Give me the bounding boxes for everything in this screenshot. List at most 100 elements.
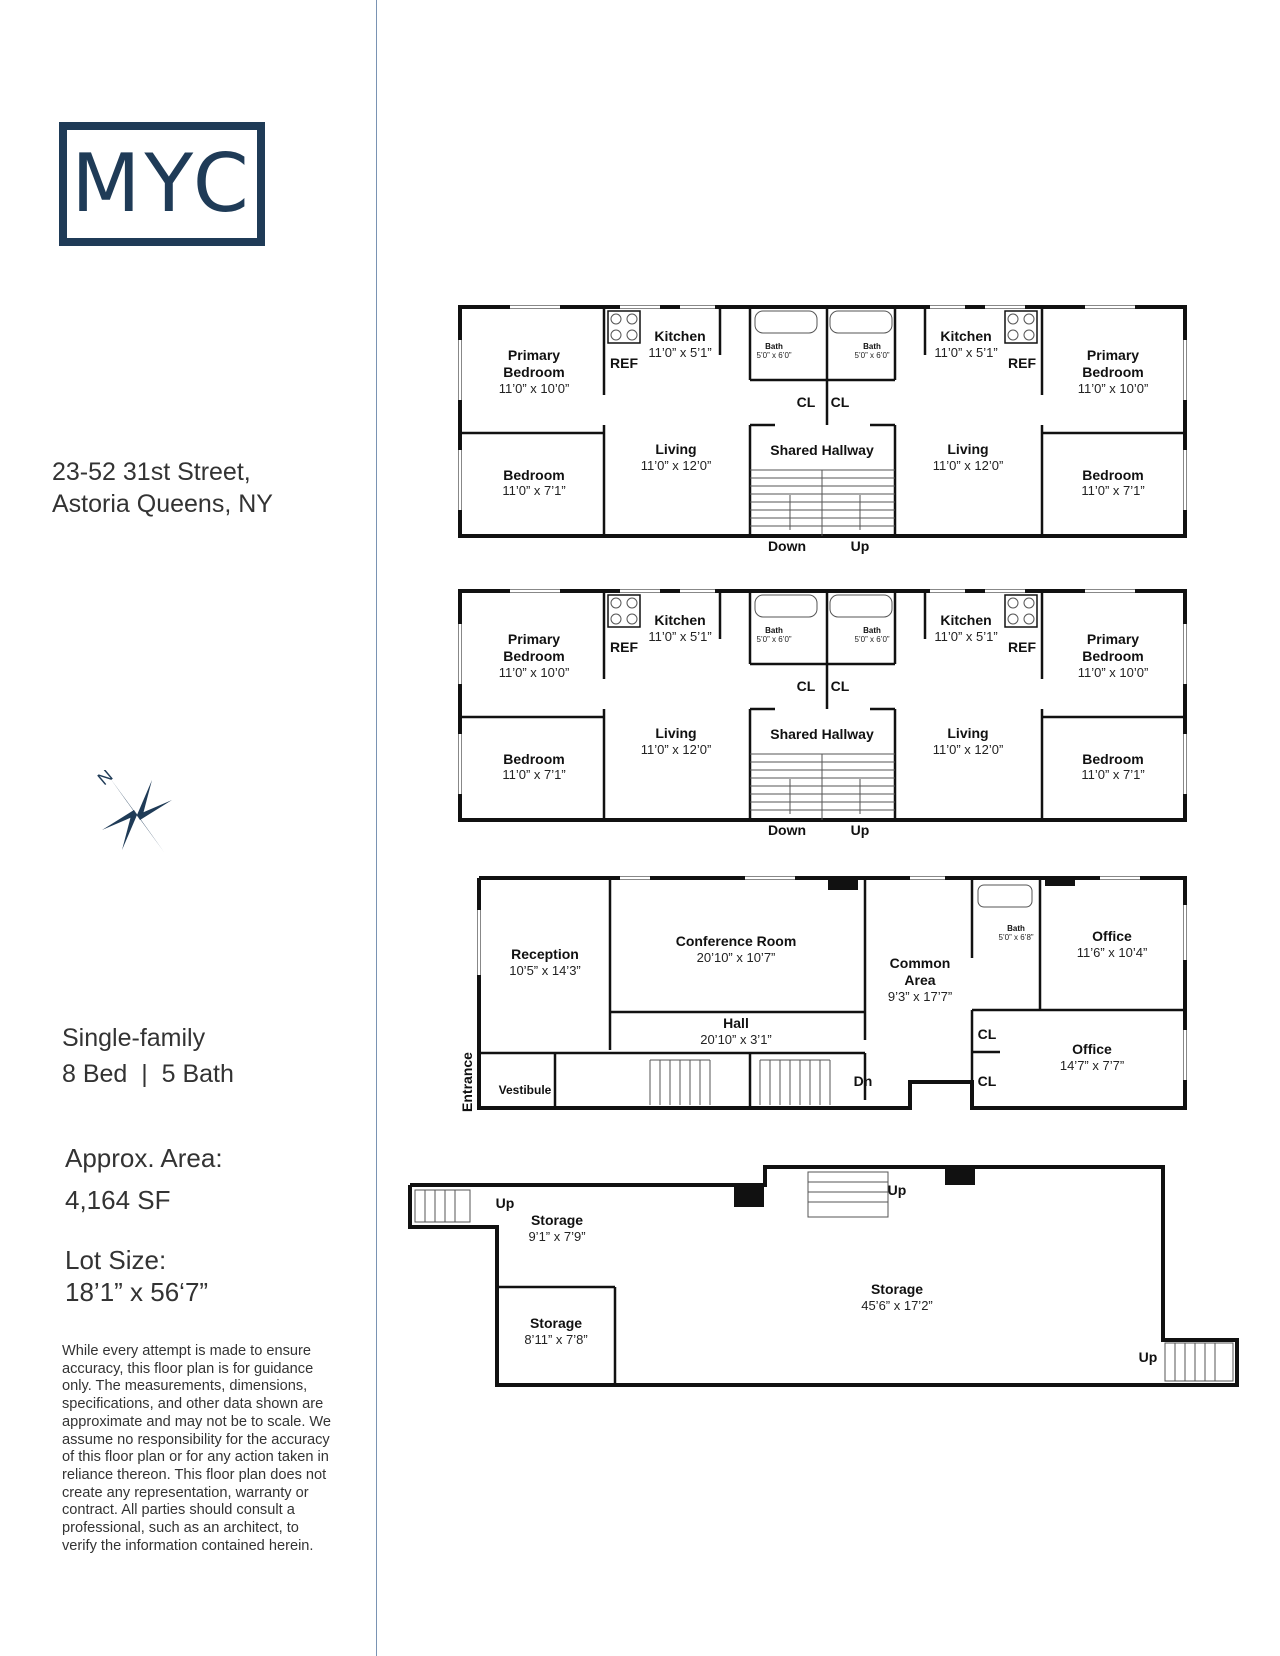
compass-rose-icon: N xyxy=(94,770,172,852)
room-label: Conference Room xyxy=(676,933,797,949)
room-dimension: 11’0” x 12’0” xyxy=(933,742,1004,757)
room-dimension: 9’1” x 7’9” xyxy=(528,1229,585,1244)
room-label: Hall xyxy=(723,1015,749,1031)
entrance-label: Entrance xyxy=(459,1052,475,1112)
room-dimension: 11’0” x 5’1” xyxy=(934,345,997,360)
sidebar: MYC 23-52 31st Street, Astoria Queens, N… xyxy=(0,0,376,1656)
room-label: Living xyxy=(947,441,988,457)
closet-label: CL xyxy=(797,678,816,694)
property-type: Single-family xyxy=(62,1024,206,1052)
room-label: Shared Hallway xyxy=(770,442,874,458)
room-label: Bedroom xyxy=(503,364,564,380)
ref-label: REF xyxy=(1008,639,1036,655)
basement-floor: Up Up Up Storage 9’1” x 7’9” Storage 8’1… xyxy=(408,1165,1239,1387)
stairs-up-label: Up xyxy=(851,538,870,554)
room-dimension: 11’0” x 7’1” xyxy=(502,767,565,782)
ref-label: REF xyxy=(1008,355,1036,371)
room-label: Bedroom xyxy=(503,648,564,664)
area-label: Approx. Area: xyxy=(65,1143,223,1173)
ref-label: REF xyxy=(610,639,638,655)
stairs-down-label: Down xyxy=(768,822,806,838)
room-dimension: 5’0” x 6’8” xyxy=(998,933,1033,942)
sidebar-divider xyxy=(376,0,377,1656)
room-label: Primary xyxy=(508,631,560,647)
room-label: Reception xyxy=(511,946,579,962)
upper-floor-1: Primary Bedroom 11’0” x 10’0” Bedroom 11… xyxy=(458,305,1187,554)
room-label: Office xyxy=(1092,928,1132,944)
room-label: Bedroom xyxy=(1082,751,1143,767)
room-label: Kitchen xyxy=(940,328,991,344)
room-label: Bedroom xyxy=(503,467,564,483)
room-label: Bath xyxy=(765,626,783,635)
room-dimension: 45’6” x 17’2” xyxy=(861,1298,933,1313)
property-summary: Single-family 8 Bed | 5 Bath xyxy=(62,1020,234,1092)
room-label: Bedroom xyxy=(503,751,564,767)
room-dimension: 10’5” x 14’3” xyxy=(509,963,581,978)
room-label: Living xyxy=(947,725,988,741)
room-label: Bedroom xyxy=(1082,648,1143,664)
room-label: Storage xyxy=(530,1315,582,1331)
brand-logo: MYC xyxy=(59,122,265,246)
room-dimension: 20’10” x 10’7” xyxy=(697,950,776,965)
room-dimension: 11’0” x 5’1” xyxy=(648,629,711,644)
stairs-up-label: Up xyxy=(1139,1349,1158,1365)
room-dimension: 5’0” x 6’0” xyxy=(854,635,889,644)
lot-label: Lot Size: xyxy=(65,1245,167,1275)
room-label: Vestibule xyxy=(499,1083,552,1097)
room-label: Shared Hallway xyxy=(770,726,874,742)
room-label: Bath xyxy=(863,342,881,351)
room-label: Kitchen xyxy=(654,328,705,344)
area-value: 4,164 SF xyxy=(65,1185,171,1215)
lot-value: 18’1” x 56‘7” xyxy=(65,1277,209,1307)
beds-baths: 8 Bed | 5 Bath xyxy=(62,1060,234,1088)
logo-text: MYC xyxy=(71,137,253,230)
room-label: Bedroom xyxy=(1082,467,1143,483)
closet-label: CL xyxy=(831,678,850,694)
room-label: Bedroom xyxy=(1082,364,1143,380)
room-dimension: 5’0” x 6’0” xyxy=(756,351,791,360)
ground-floor: Reception 10’5” x 14’3” Conference Room … xyxy=(459,876,1187,1112)
room-label: Primary xyxy=(1087,631,1139,647)
room-dimension: 5’0” x 6’0” xyxy=(756,635,791,644)
room-dimension: 9’3” x 17’7” xyxy=(888,989,952,1004)
room-dimension: 14’7” x 7’7” xyxy=(1060,1058,1124,1073)
room-dimension: 11’0” x 7’1” xyxy=(1081,767,1144,782)
room-label: Area xyxy=(904,972,935,988)
stairs-down-label: Down xyxy=(768,538,806,554)
stairs-up-label: Up xyxy=(888,1182,907,1198)
room-dimension: 11’0” x 7’1” xyxy=(1081,483,1144,498)
upper-floor-2: Primary Bedroom 11’0” x 10’0” Bedroom 11… xyxy=(458,589,1187,838)
room-label: Kitchen xyxy=(940,612,991,628)
address-line-1: 23-52 31st Street, xyxy=(52,458,251,486)
room-dimension: 11’0” x 10’0” xyxy=(499,665,570,680)
room-label: Bath xyxy=(765,342,783,351)
room-dimension: 5’0” x 6’0” xyxy=(854,351,889,360)
stairs-down-label: Dn xyxy=(854,1073,873,1089)
room-dimension: 11’0” x 10’0” xyxy=(1078,381,1149,396)
property-address: 23-52 31st Street, Astoria Queens, NY xyxy=(52,456,273,520)
room-label: Bath xyxy=(1007,924,1025,933)
room-label: Bath xyxy=(863,626,881,635)
room-dimension: 11’0” x 12’0” xyxy=(933,458,1004,473)
closet-label: CL xyxy=(797,394,816,410)
room-label: Storage xyxy=(871,1281,923,1297)
room-dimension: 20’10” x 3’1” xyxy=(700,1032,772,1047)
stairs-up-label: Up xyxy=(496,1195,515,1211)
room-dimension: 8’11” x 7’8” xyxy=(524,1332,587,1347)
disclaimer-text: While every attempt is made to ensure ac… xyxy=(62,1343,332,1554)
room-label: Living xyxy=(655,441,696,457)
closet-label: CL xyxy=(831,394,850,410)
ref-label: REF xyxy=(610,355,638,371)
room-dimension: 11’0” x 10’0” xyxy=(1078,665,1149,680)
room-label: Kitchen xyxy=(654,612,705,628)
room-dimension: 11’0” x 10’0” xyxy=(499,381,570,396)
room-dimension: 11’0” x 12’0” xyxy=(641,458,712,473)
room-label: Primary xyxy=(508,347,560,363)
room-dimension: 11’6” x 10’4” xyxy=(1077,945,1148,960)
room-dimension: 11’0” x 5’1” xyxy=(934,629,997,644)
address-line-2: Astoria Queens, NY xyxy=(52,490,273,518)
room-label: Common xyxy=(890,955,951,971)
room-dimension: 11’0” x 5’1” xyxy=(648,345,711,360)
room-label: Storage xyxy=(531,1212,583,1228)
